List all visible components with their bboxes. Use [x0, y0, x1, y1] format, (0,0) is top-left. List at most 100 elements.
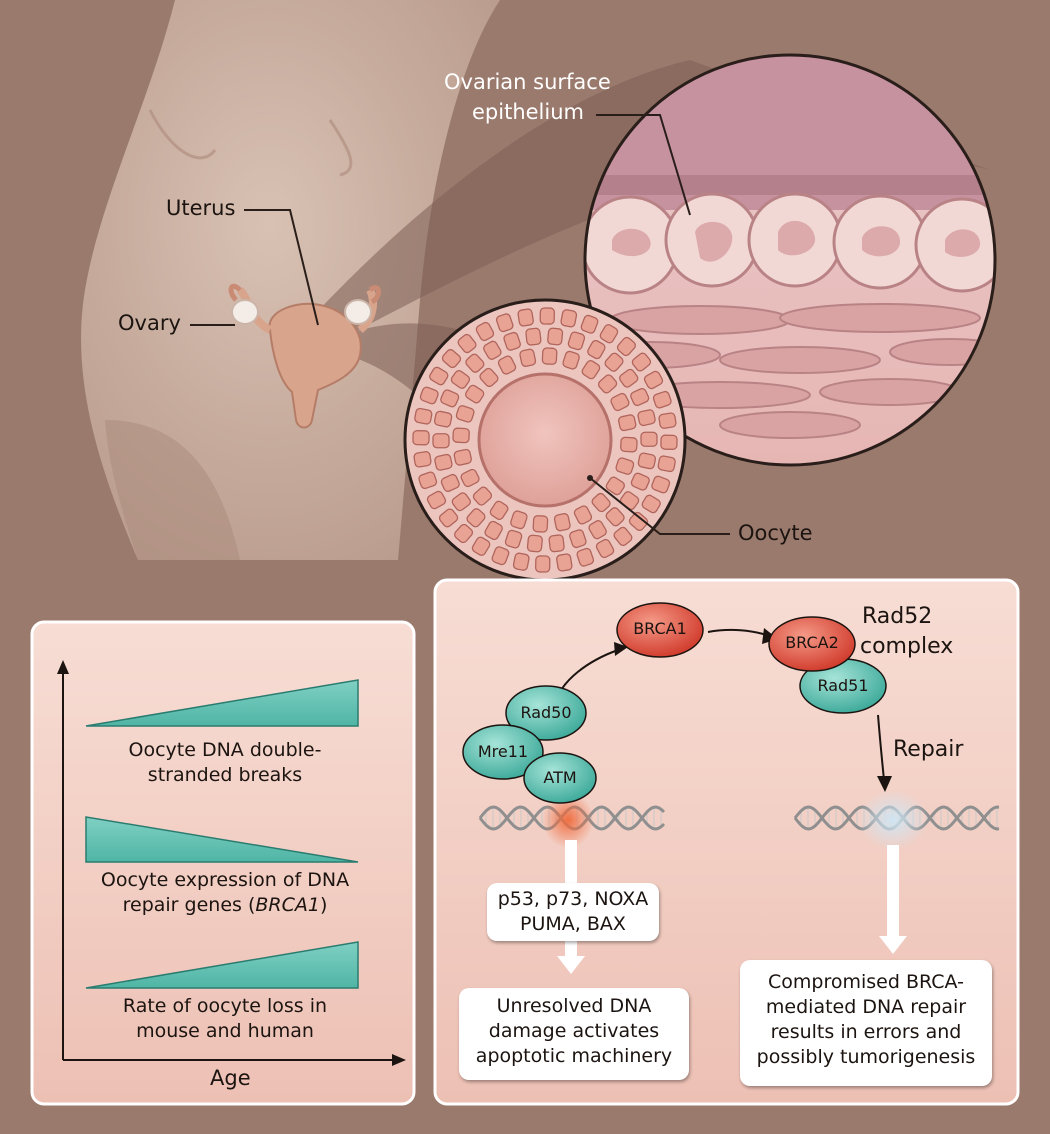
granulosa-cell: [652, 390, 672, 409]
granulosa-cell: [605, 476, 625, 496]
granulosa-cell: [510, 510, 528, 530]
granulosa-cell: [588, 520, 607, 540]
trend-dsb-wedge: [85, 679, 359, 727]
granulosa-cell: [465, 353, 485, 373]
ovary-label: Ovary: [118, 311, 181, 335]
rad51-label: Rad51: [817, 676, 869, 695]
granulosa-cell: [432, 433, 450, 449]
granulosa-cell: [569, 529, 587, 549]
granulosa-cell: [640, 431, 658, 447]
body-contour-left: [148, 109, 217, 160]
uterus-label: Uterus: [166, 196, 236, 220]
granulosa-cell: [440, 389, 460, 408]
x-axis-label: Age: [210, 1066, 251, 1090]
granulosa-cell: [605, 507, 625, 527]
granulosa-cell: [472, 486, 493, 506]
brca1-label: BRCA1: [633, 619, 687, 638]
granulosa-cell: [466, 508, 486, 528]
granulosa-cell: [495, 313, 514, 333]
repair-label: Repair: [893, 737, 964, 762]
granulosa-cell: [451, 492, 471, 512]
granulosa-cell: [434, 453, 453, 471]
brca2-label: BRCA2: [785, 633, 839, 652]
granulosa-cell: [457, 333, 477, 354]
granulosa-cell: [453, 448, 472, 466]
granulosa-cell: [595, 538, 615, 559]
granulosa-cell: [567, 331, 586, 351]
granulosa-cell: [599, 324, 619, 344]
trend-loss-label: Rate of oocyte loss in mouse and human: [122, 995, 328, 1042]
atm-label: ATM: [543, 768, 577, 787]
body-shadow: [105, 420, 240, 560]
granulosa-cell: [519, 348, 537, 367]
apoptosis-box: Unresolved DNA damage activates apoptoti…: [459, 988, 689, 1080]
arrow-repair: [877, 714, 885, 781]
trend-repair-wedge: [85, 816, 359, 863]
granulosa-cell: [526, 534, 543, 553]
granulosa-cell: [414, 407, 433, 425]
granulosa-cell: [587, 339, 606, 360]
granulosa-cell: [532, 515, 549, 533]
granulosa-cell: [426, 490, 447, 510]
granulosa-cell: [610, 392, 630, 412]
granulosa-cell: [484, 520, 503, 541]
granulosa-cell: [657, 455, 676, 473]
granulosa-cell: [643, 370, 664, 390]
granulosa-cell: [658, 412, 677, 429]
granulosa-cell: [631, 352, 652, 372]
granulosa-cell: [412, 430, 430, 446]
granulosa-cell: [450, 370, 471, 389]
granulosa-cell: [613, 526, 633, 547]
granulosa-cell: [619, 368, 639, 388]
granulosa-cell: [491, 546, 510, 566]
rad52-label-line1: Rad52: [862, 604, 933, 629]
granulosa-cell: [517, 308, 534, 327]
brca1-protein: [616, 602, 704, 658]
granulosa-cell: [475, 321, 495, 342]
follicle-view: [403, 298, 687, 582]
granulosa-cell: [547, 327, 564, 346]
granulosa-cell: [630, 387, 650, 407]
granulosa-cell: [553, 513, 571, 532]
uterus-illustration: [228, 283, 381, 429]
granulosa-cell: [562, 350, 580, 370]
granulosa-cell: [651, 475, 671, 494]
granulosa-cell: [556, 553, 573, 572]
granulosa-cell: [438, 508, 459, 528]
granulosa-cell: [419, 386, 439, 405]
granulosa-cell: [660, 434, 678, 450]
granulosa-cell: [479, 367, 499, 388]
granulosa-cell: [460, 468, 480, 488]
granulosa-cell: [452, 427, 470, 444]
rad50-protein: [505, 685, 587, 741]
granulosa-cell: [512, 552, 530, 571]
rad50-label: Rad50: [520, 703, 572, 722]
oocyte-leader: [589, 477, 730, 535]
granulosa-cell: [580, 314, 599, 334]
granulosa-cell: [483, 340, 502, 360]
granulosa-cell: [504, 529, 523, 549]
granulosa-cell: [433, 410, 453, 428]
granulosa-cell: [429, 366, 449, 386]
granulosa-cell: [525, 327, 542, 346]
brca-outcome-box: Compromised BRCA- mediated DNA repair re…: [740, 960, 992, 1086]
granulosa-cell: [440, 473, 460, 493]
ose-label-line2: epithelium: [472, 100, 584, 124]
granulosa-cell: [560, 309, 578, 328]
granulosa-cell: [465, 384, 485, 404]
granulosa-cell: [497, 355, 517, 375]
granulosa-cell: [630, 472, 650, 491]
granulosa-cell: [637, 452, 657, 470]
body-contour-right: [328, 119, 353, 177]
granulosa-cell: [489, 500, 509, 520]
granulosa-cell: [604, 352, 624, 372]
granulosa-cell: [581, 360, 601, 380]
brca2-protein: [768, 616, 856, 672]
granulosa-cell: [454, 523, 474, 544]
atm-protein: [523, 752, 597, 804]
ose-label-line1: Ovarian surface: [444, 70, 611, 94]
granulosa-cell: [618, 414, 637, 432]
granulosa-cell: [637, 409, 656, 427]
